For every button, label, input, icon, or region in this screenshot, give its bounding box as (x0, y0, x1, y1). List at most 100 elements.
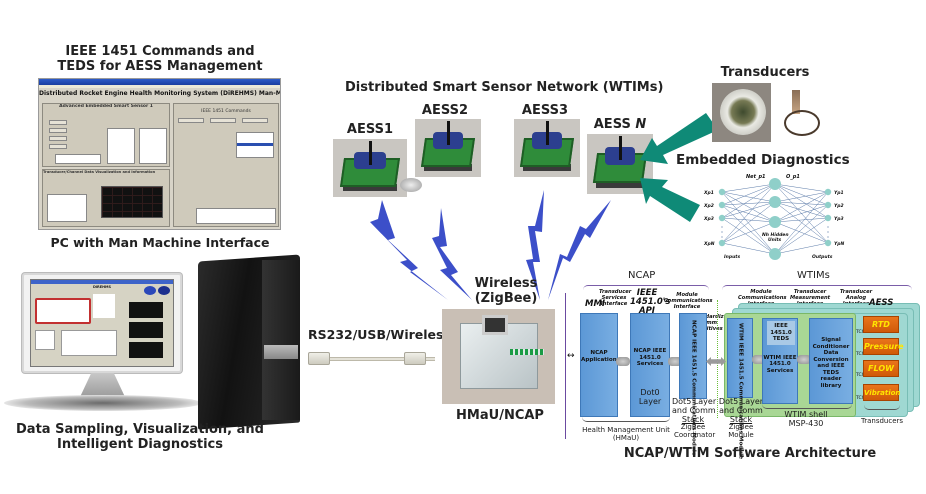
nn-edge (774, 183, 829, 219)
nn-edge (774, 191, 829, 203)
nn-input-label: Xp2 (703, 203, 714, 209)
nn-hidden-node (769, 216, 781, 228)
nn-output-label: Yp2 (834, 203, 844, 209)
mmi-menubar (39, 85, 280, 88)
mmi-button[interactable] (210, 118, 236, 123)
block-wtim-comm-module-text: WTIM IEEE 1451.5 Communications Module (737, 323, 744, 459)
usb-cable (315, 357, 435, 361)
dot5-line3: Stack (729, 415, 753, 424)
dot5-line1: Dot5 Layer (672, 397, 717, 406)
transducers-label: Transducers (860, 417, 904, 425)
zigbee-module-label-line1: ZigBee (728, 423, 754, 431)
mmi-button[interactable] (242, 118, 268, 123)
arch-wtims-label: WTIMs (797, 270, 830, 281)
mmi-bottom-panel-title: Transducer/Channel Data Visualization an… (43, 170, 156, 174)
nn-ellipsis-dot (827, 231, 829, 233)
block-wtim-comm-module: WTIM IEEE 1451.5 Communications Module (727, 318, 753, 459)
mmi-label: MMI (585, 299, 606, 309)
sensor-label-1: AESS1 (346, 122, 394, 137)
note-module-comm-ncap: Module Communications Interface (664, 292, 713, 310)
note-standardized-comm: Standardized Comm Primitives (692, 314, 731, 332)
mmi-right-panel: IEEE 1451 Commands (173, 103, 279, 227)
mmi-left-panel: Advanced Embedded Smart Sensor 1 (42, 103, 170, 167)
coordinator-label-line1: ZigBee (680, 423, 706, 431)
nn-edge (774, 201, 829, 219)
arch-ncap-label: NCAP (628, 270, 656, 281)
block-ncap-comm-module: NCAP IEEE 1451.5 Communications Module (679, 313, 707, 456)
mmi-button[interactable] (49, 120, 67, 125)
coin (400, 178, 422, 192)
monitor-screen: DiREHMS (30, 279, 174, 367)
nn-edge (774, 217, 829, 255)
mmi-left-panel-title: Advanced Embedded Smart Sensor 1 (59, 104, 153, 109)
monitor-stand (80, 373, 125, 397)
monitor-base (4, 395, 202, 411)
hmau-caption: HMaU/NCAP (456, 408, 544, 423)
mmi-right-panel-title: IEEE 1451 Commands (201, 109, 251, 114)
api-line2: 1451.0's (630, 297, 671, 307)
wtim-shell-brace (762, 404, 852, 409)
mmi-plot (101, 186, 163, 218)
nn-edge (721, 191, 776, 255)
nn-hidden-node (769, 178, 781, 190)
mmi-command-list[interactable] (236, 132, 274, 158)
wtims-brace (722, 285, 912, 290)
nn-net-label: Net_p1 (746, 174, 766, 180)
block-ncap-services: NCAP IEEE 1451.0 Services Dot0 Layer (630, 313, 670, 417)
aess-label: AESS (869, 298, 894, 308)
sensor-label-n: AESS N (585, 117, 655, 132)
hmau-label: Health Management Unit (HMaU) (576, 426, 676, 442)
dot5-line3: Stack (681, 415, 705, 424)
api-line1: IEEE (636, 288, 658, 298)
nn-output-label: Yp1 (834, 190, 844, 196)
connector-transducer-measurement (797, 355, 811, 364)
block-ncap-comm-module-text: NCAP IEEE 1451.5 Communications Module (690, 320, 697, 456)
nn-edge (774, 221, 829, 244)
block-signal-conditioner-text: Signal Conditioner Data Conversion and I… (812, 337, 850, 389)
wireless-label: Wireless (ZigBee) (466, 276, 546, 306)
transducer-flow: FLOW (863, 360, 899, 377)
transducer-vibration: Vibration (863, 384, 900, 401)
monitor: DiREHMS (22, 273, 182, 373)
usb-plug-left (308, 352, 330, 365)
note-transducer-services: Transducer Services Interface (599, 289, 632, 307)
nn-output-label: Yp3 (834, 216, 844, 222)
nn-ellipsis-dot (827, 236, 829, 238)
dot5-layer-wtim: Dot5 Layer and Comm Stack (718, 397, 764, 424)
connector-module-comm (668, 357, 682, 366)
nn-inputs-label: Inputs (724, 254, 740, 260)
zigbee-module-label: ZigBee Module (722, 423, 760, 439)
sensor-network-title: Distributed Smart Sensor Network (WTIMs) (345, 80, 664, 95)
sensor-photo-2 (415, 119, 481, 177)
zigbee-module-label-line2: Module (728, 431, 754, 439)
sensor-label-n-italic: N (635, 117, 647, 132)
nn-edge (774, 242, 829, 255)
nn-output-node (824, 188, 832, 196)
pressure-sensor-photo (792, 90, 800, 114)
embedded-diagnostics-caption: Embedded Diagnostics (676, 152, 850, 168)
block-signal-conditioner: Signal Conditioner Data Conversion and I… (809, 318, 853, 404)
nn-edge (721, 191, 776, 223)
standardized-comm-divider (717, 300, 718, 418)
nn-ellipsis-dot (721, 236, 723, 238)
mmi-button[interactable] (49, 144, 67, 149)
wireless-bolt-1 (370, 200, 448, 300)
nn-edge (721, 204, 776, 255)
architecture-title: NCAP/WTIM Software Architecture (623, 446, 877, 461)
nn-edge (721, 183, 776, 206)
dot5-line2: and Comm (719, 406, 763, 415)
nn-edge (774, 201, 829, 206)
block-wtim-services: IEEE 1451.0 TEDS WTIM IEEE 1451.0 Servic… (762, 318, 798, 404)
standardized-comm-arrow (706, 357, 726, 366)
sensor-label-n-prefix: AESS (593, 117, 636, 132)
nn-input-node (718, 188, 726, 196)
mmi-button[interactable] (49, 128, 67, 133)
hmau-label-line2: (HMaU) (612, 434, 640, 442)
mmi-log-box (47, 194, 87, 222)
transducers-brace (864, 405, 900, 410)
nn-edge (721, 201, 776, 219)
nn-input-node (718, 214, 726, 222)
mmi-button[interactable] (178, 118, 204, 123)
sensor-label-2: AESS2 (421, 103, 469, 118)
mmi-button[interactable] (49, 136, 67, 141)
